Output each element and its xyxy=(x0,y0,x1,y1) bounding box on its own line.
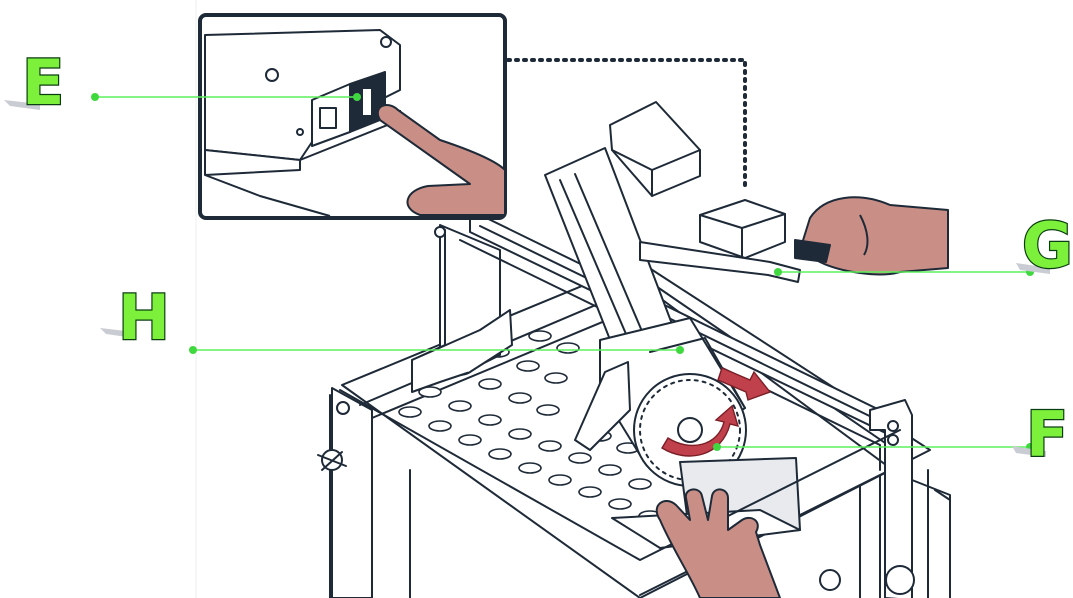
callout-label-e: E xyxy=(22,46,64,119)
callout-e: E xyxy=(4,46,64,119)
callout-h: H xyxy=(100,281,170,354)
callout-label-g: G xyxy=(1022,209,1073,282)
callout-label-f: F xyxy=(1026,398,1068,471)
callout-g: G xyxy=(1016,209,1073,282)
callout-f: F xyxy=(1012,398,1068,471)
power-switch-inset-icon xyxy=(200,15,505,218)
callout-label-h: H xyxy=(118,281,170,354)
hand-on-handle-icon xyxy=(795,197,948,274)
